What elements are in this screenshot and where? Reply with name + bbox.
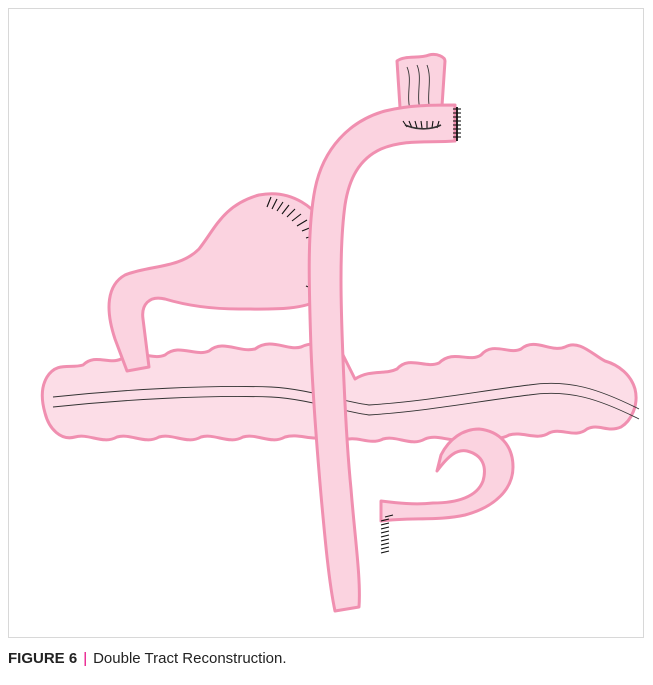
jejunal-loop <box>381 429 513 521</box>
remnant-stomach <box>109 194 335 371</box>
caption-separator: | <box>83 650 87 667</box>
figure-label: FIGURE 6 <box>8 650 77 667</box>
jejunal-limb <box>309 105 455 611</box>
double-tract-diagram <box>9 9 645 637</box>
figure-frame <box>8 8 644 638</box>
figure-caption: FIGURE 6 | Double Tract Reconstruction. <box>8 650 287 667</box>
caption-text: Double Tract Reconstruction. <box>93 650 286 667</box>
